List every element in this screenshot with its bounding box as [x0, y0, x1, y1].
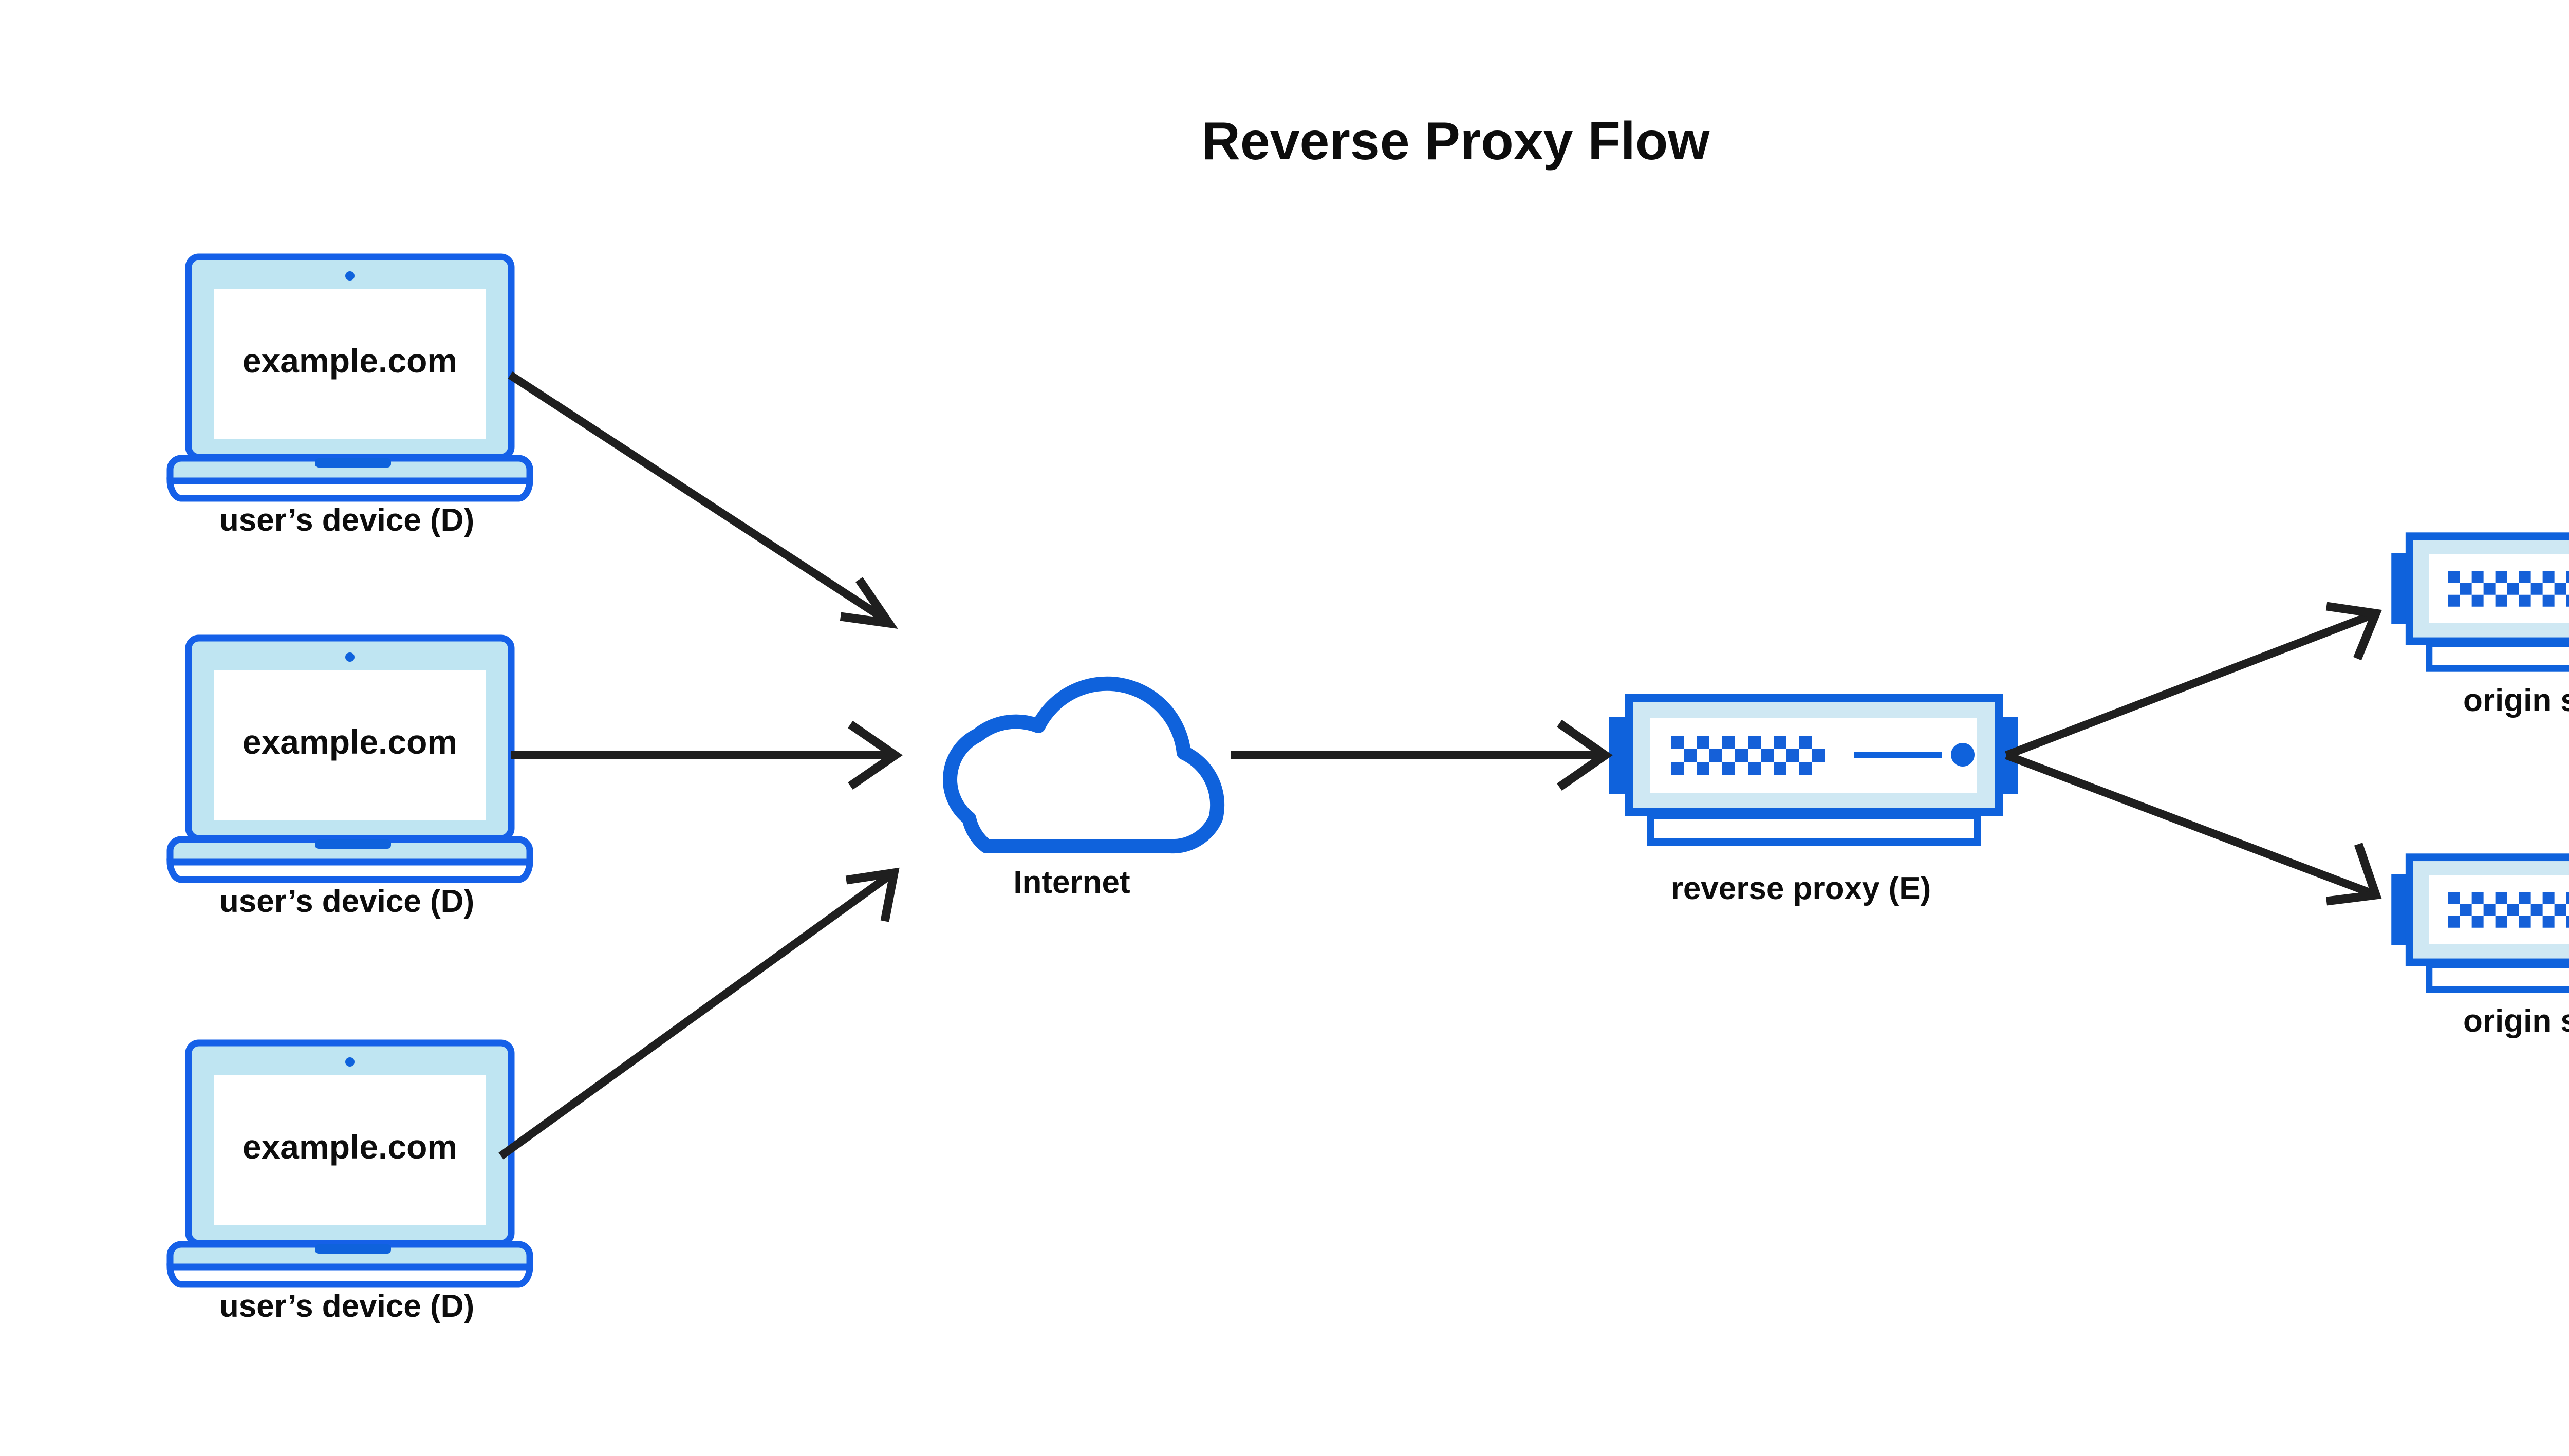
- page-title: Reverse Proxy Flow: [1202, 111, 1710, 171]
- node-user-device-1[interactable]: example.com user’s device (D): [170, 257, 530, 538]
- node-label-origin-server-2: origin server (F): [2463, 1003, 2569, 1039]
- node-origin-server-1[interactable]: origin server (F): [2391, 536, 2569, 718]
- node-user-device-3[interactable]: example.com user’s device (D): [170, 1043, 530, 1324]
- edge-internet-to-reverse-proxy: [1231, 720, 1613, 791]
- node-label-user-device-2: user’s device (D): [219, 884, 474, 919]
- server-icon: [1609, 698, 2018, 842]
- laptop-screen-text: example.com: [243, 1128, 457, 1166]
- node-origin-server-2[interactable]: origin server (F): [2391, 857, 2569, 1039]
- node-label-user-device-1: user’s device (D): [219, 502, 474, 538]
- node-label-user-device-3: user’s device (D): [219, 1289, 474, 1324]
- node-internet[interactable]: Internet: [950, 684, 1217, 900]
- edge-device1-to-internet: [508, 371, 898, 629]
- edge-device3-to-internet: [498, 867, 900, 1160]
- edge-reverse-proxy-to-origin2: [2005, 751, 2382, 906]
- node-user-device-2[interactable]: example.com user’s device (D): [170, 638, 530, 919]
- node-label-reverse-proxy: reverse proxy (E): [1671, 871, 1931, 906]
- node-label-origin-server-1: origin server (F): [2463, 683, 2569, 718]
- edge-reverse-proxy-to-origin1: [2005, 602, 2382, 759]
- node-label-internet: Internet: [1013, 865, 1130, 900]
- laptop-screen-text: example.com: [243, 342, 457, 380]
- node-reverse-proxy[interactable]: reverse proxy (E): [1609, 698, 2018, 906]
- edge-device2-to-internet: [511, 721, 903, 790]
- laptop-screen-text: example.com: [243, 723, 457, 761]
